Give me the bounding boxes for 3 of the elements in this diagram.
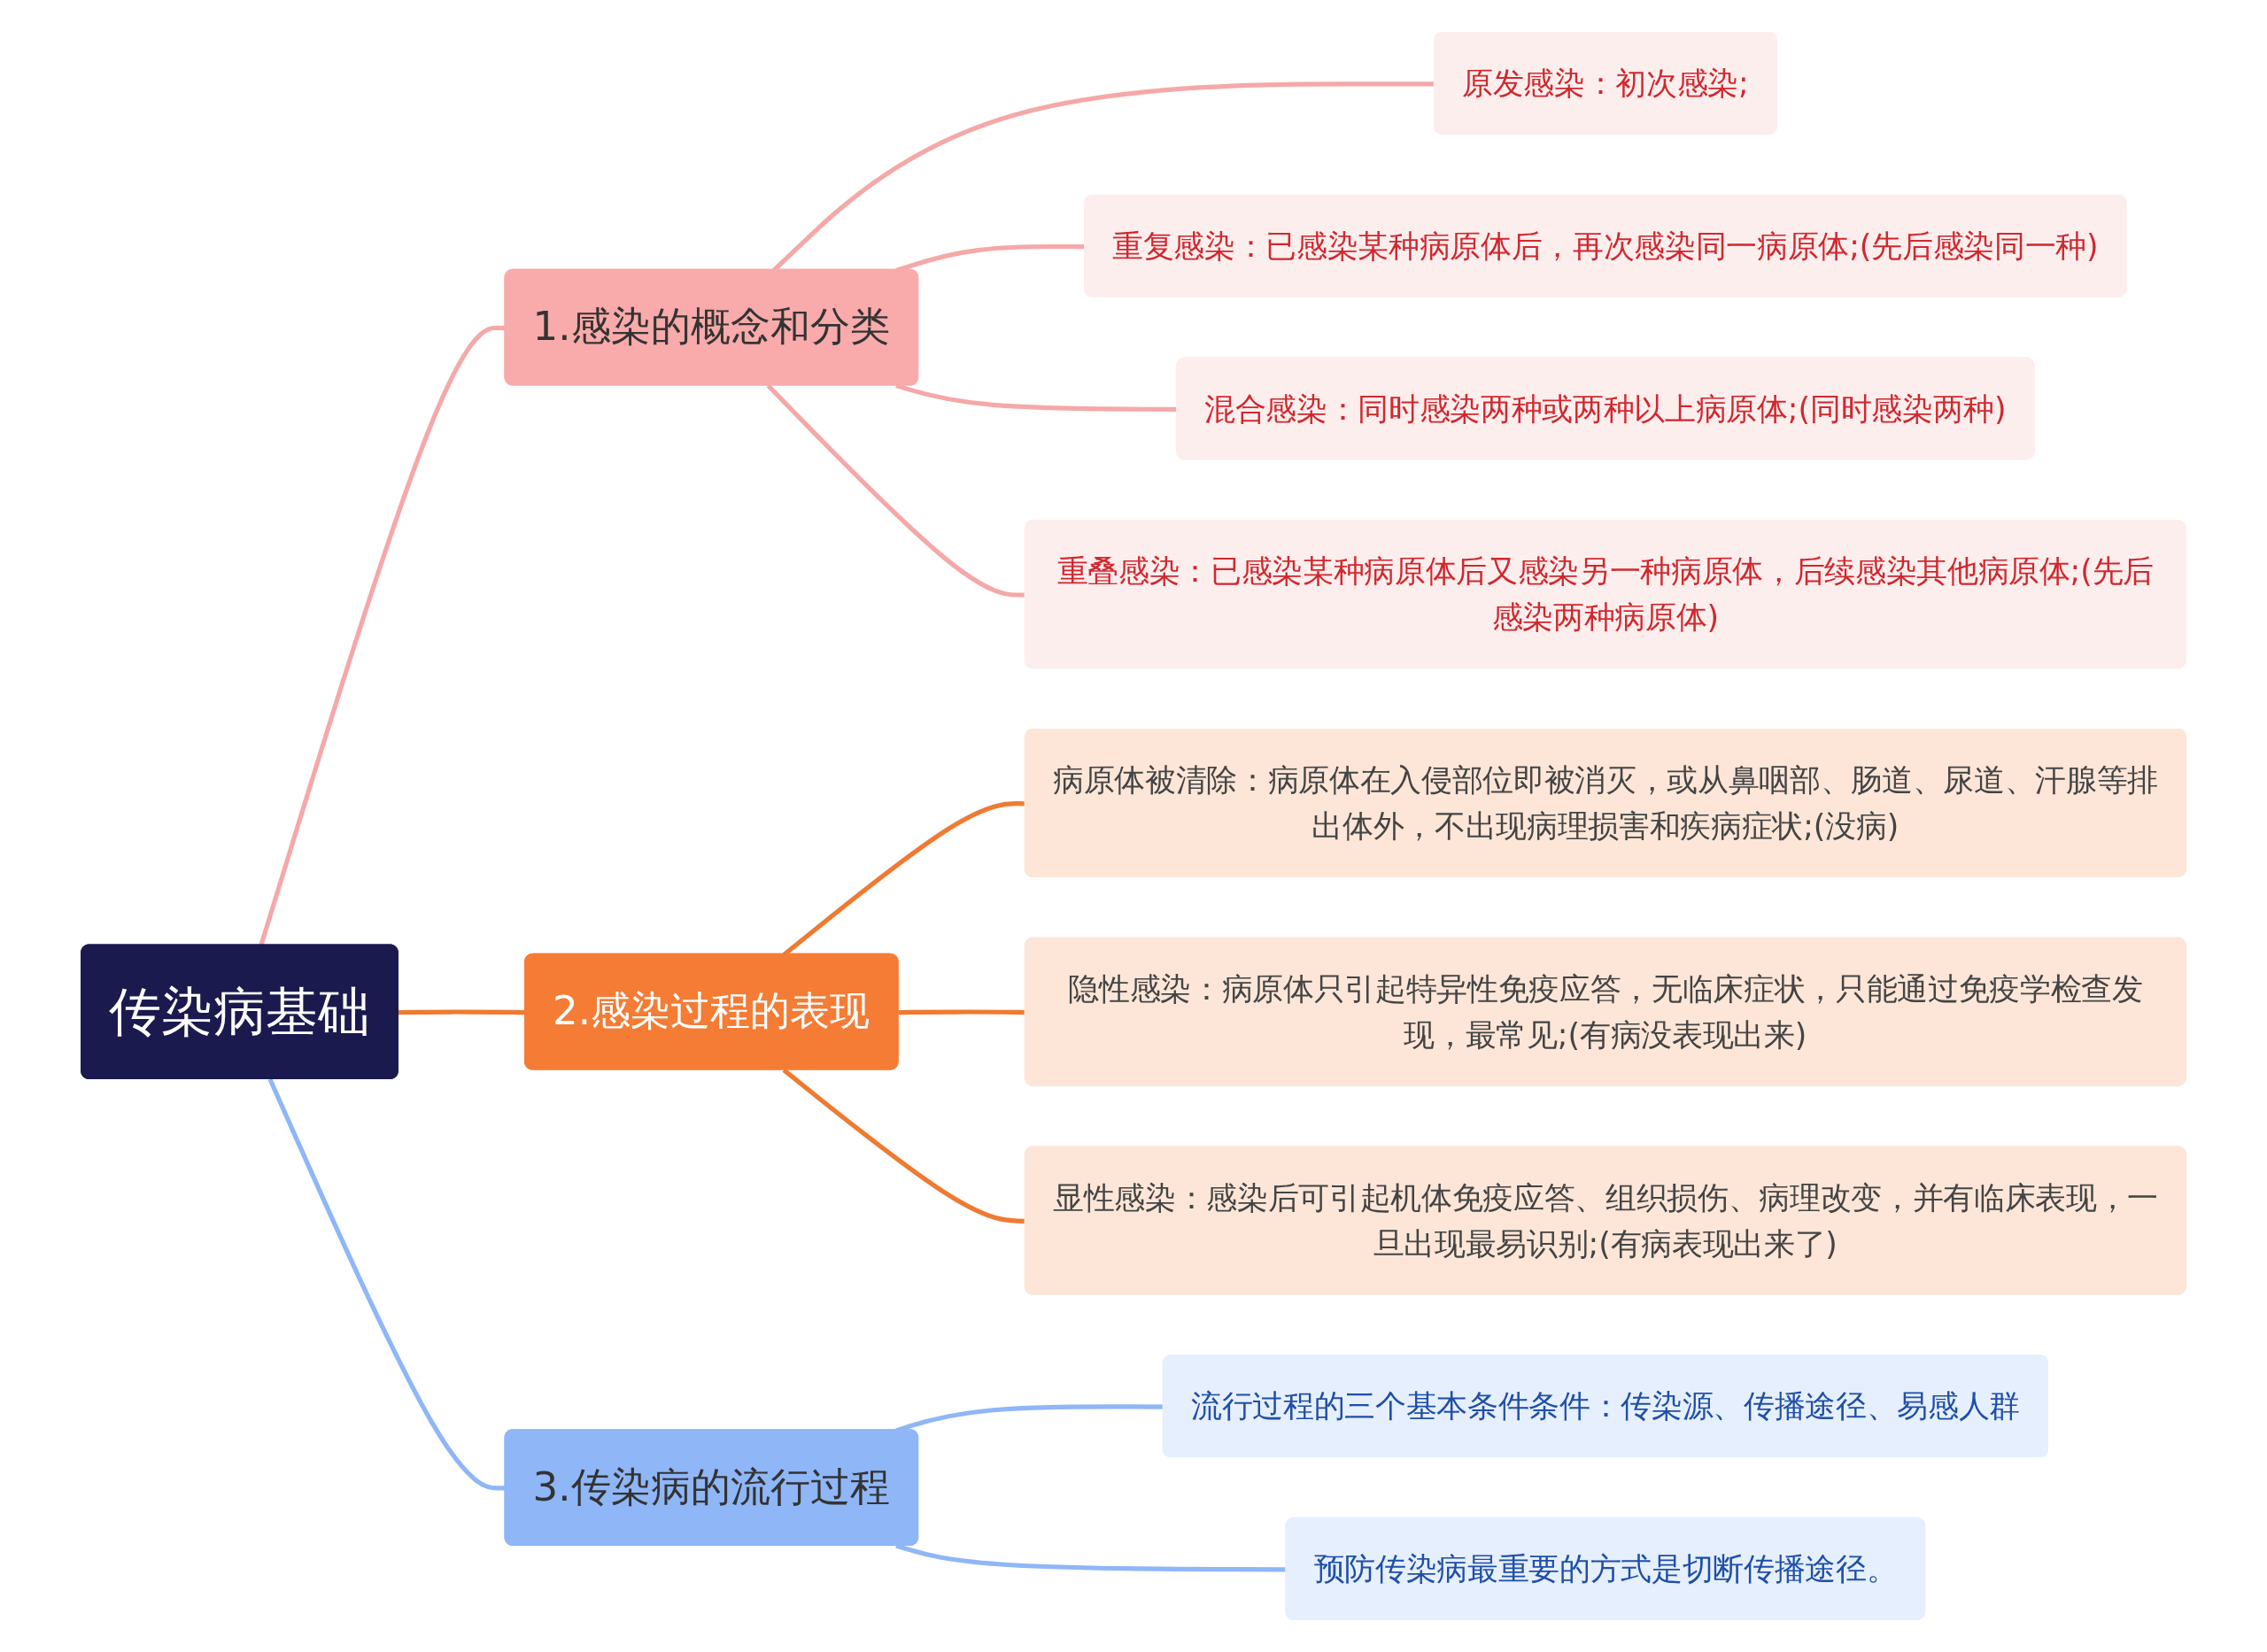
connector <box>898 1009 1026 1015</box>
connector <box>895 383 1178 412</box>
connector <box>398 1009 526 1015</box>
